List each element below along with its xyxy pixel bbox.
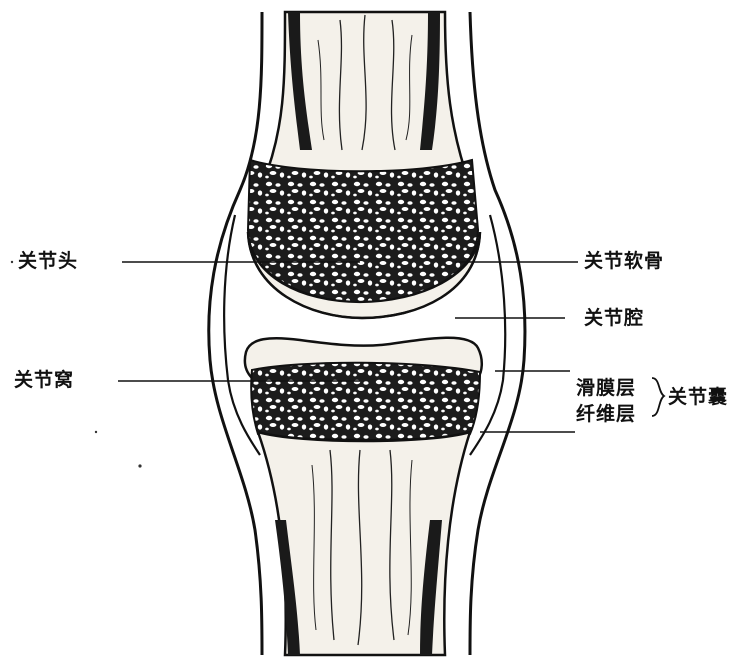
joint-socket [251, 363, 480, 440]
joint-head [248, 160, 478, 302]
label-joint-socket: 关节窝 [14, 369, 74, 391]
label-synovial-layer: 滑膜层 [576, 377, 636, 399]
capsule-outline-right [470, 12, 525, 655]
capsule-brace [652, 378, 664, 416]
label-articular-cartilage: 关节软骨 [584, 250, 664, 272]
label-fibrous-layer: 纤维层 [576, 403, 636, 425]
label-joint-cavity: 关节腔 [584, 307, 644, 329]
capsule-outline-left [209, 12, 262, 655]
label-joint-capsule: 关节囊 [668, 386, 728, 408]
label-joint-head: 关节头 [18, 250, 78, 272]
